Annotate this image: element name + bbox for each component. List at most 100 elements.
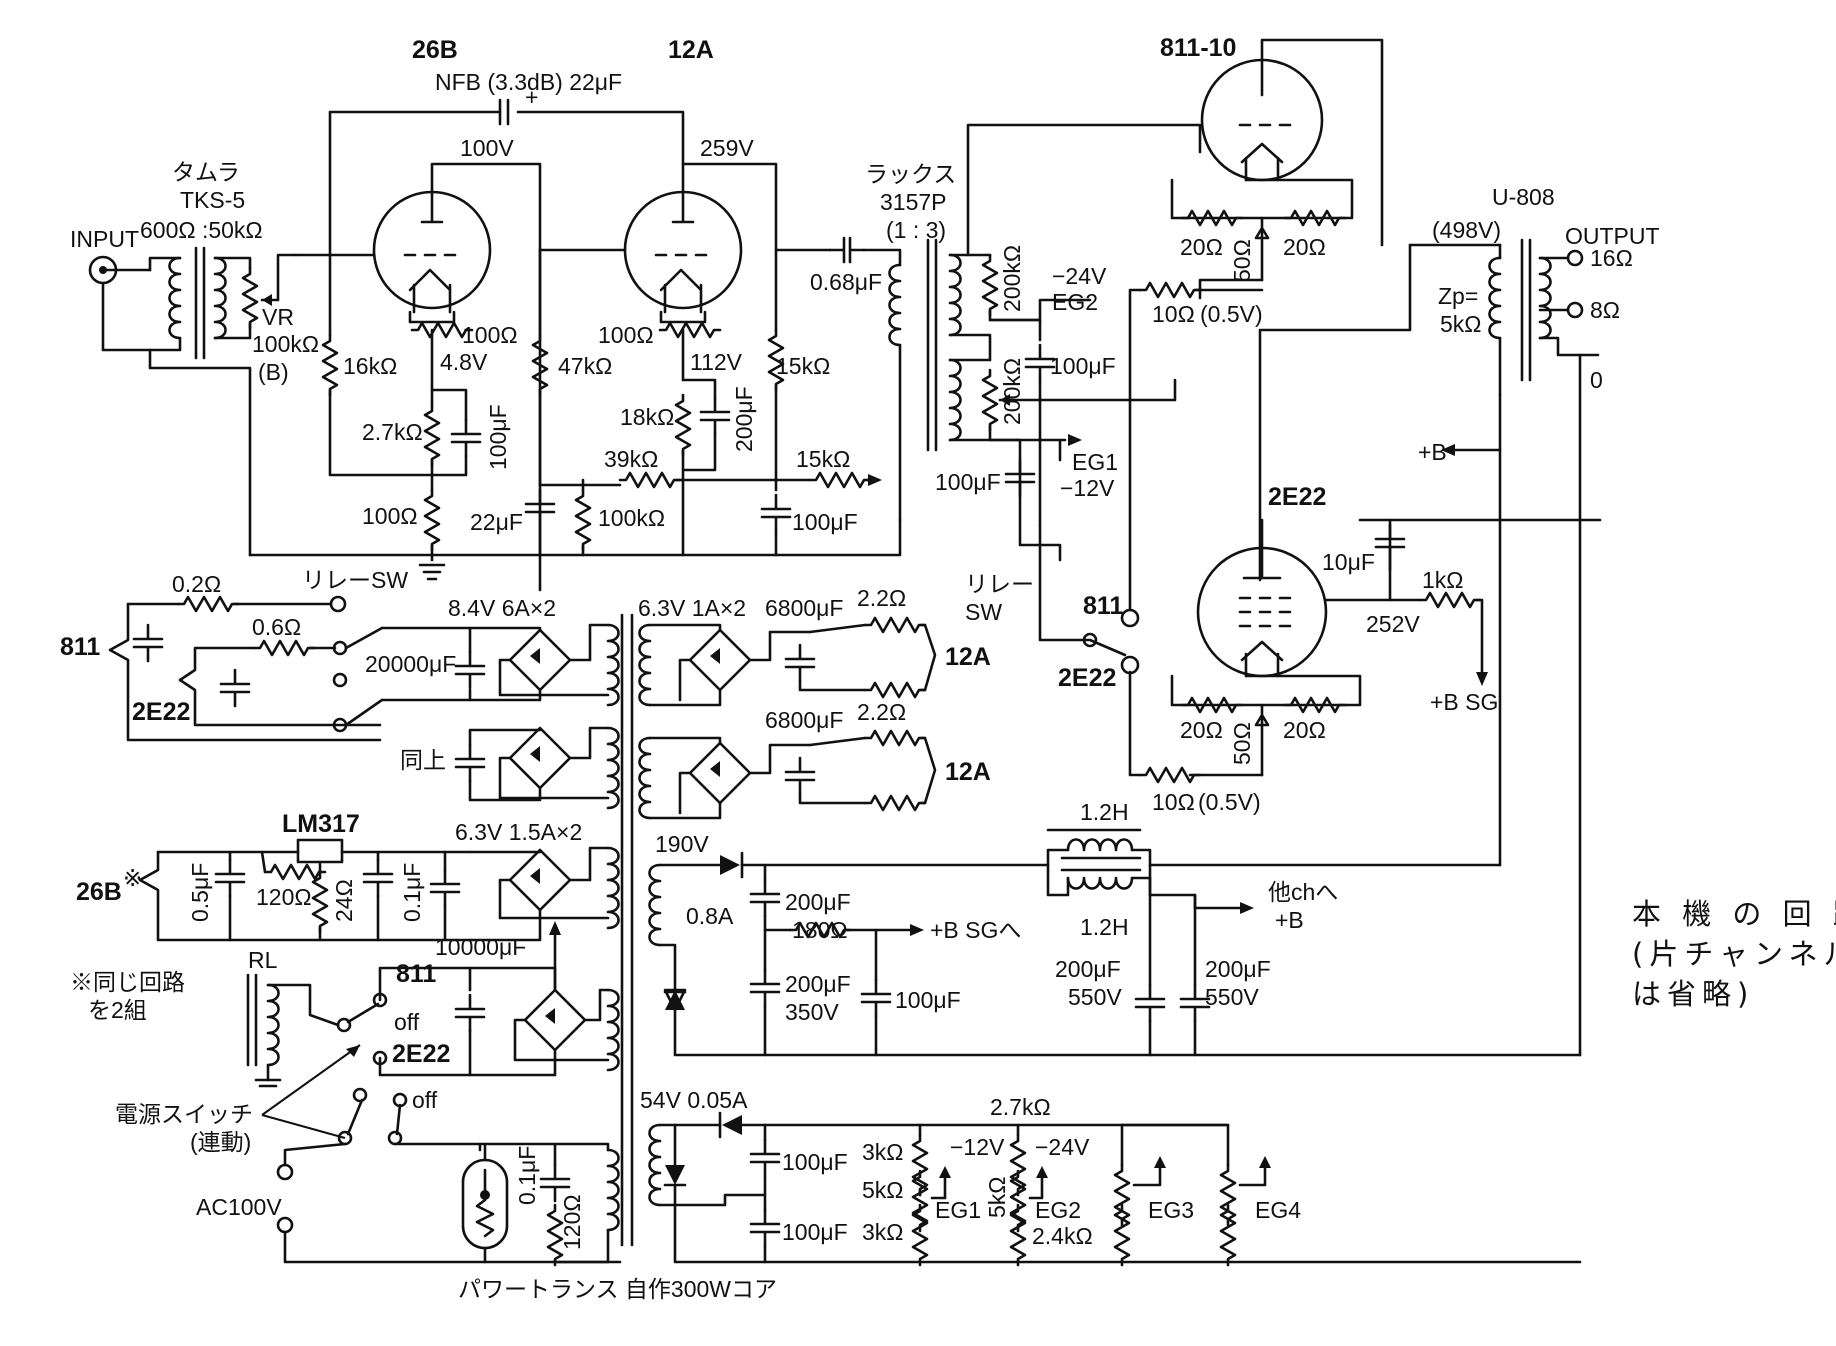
v259: 259V: [700, 135, 754, 161]
opt-voltage: (498V): [1432, 217, 1501, 243]
c100-r: 100μF: [782, 1219, 848, 1245]
r47k: 47kΩ: [558, 353, 612, 379]
r5k-a: 5kΩ: [862, 1177, 904, 1203]
c20000: 20000μF: [365, 651, 456, 677]
v63b: 6.3V 1.5A×2: [455, 819, 582, 845]
ac-label: AC100V: [196, 1194, 282, 1220]
r27k: 2.7kΩ: [362, 419, 423, 445]
off1: off: [394, 1009, 420, 1035]
stage-2e22: 2E22 20Ω 20Ω 50Ω 10Ω (0.5V) 2E22 リレー SW …: [965, 483, 1602, 815]
bsg-to: +B SGへ: [930, 917, 1021, 943]
plus-b: +B: [1418, 439, 1447, 465]
stage-26b: 26B 100V 16kΩ 100Ω 4.8V 2.7kΩ 100μF 100Ω: [248, 36, 902, 592]
eg1b: EG1: [935, 1197, 981, 1223]
input-transformer-maker: タムラ: [172, 159, 240, 185]
r200k-2: 200kΩ: [999, 358, 1025, 425]
c22u: 22μF: [470, 509, 523, 535]
m12: −12V: [1060, 475, 1115, 501]
zp-label: Zp=: [1438, 283, 1478, 309]
eg3: EG3: [1148, 1197, 1194, 1223]
v54: 54V 0.05A: [640, 1087, 748, 1113]
bplus-supply: 190V 0.8A 200μF 180Ω +B SGへ 200μF 350V 1…: [648, 799, 1582, 1057]
c100u-3: 100μF: [1050, 353, 1116, 379]
r02: 0.2Ω: [172, 571, 221, 597]
filament-psu: 0.2Ω リレーSW 811 0.6Ω 2E22 8.4V 6A×2 20000…: [60, 567, 991, 1247]
power-switch-sub: (連動): [190, 1129, 251, 1155]
eg2: EG2: [1052, 289, 1098, 315]
r20-c: 20Ω: [1180, 717, 1223, 743]
other-ch: 他chへ: [1268, 879, 1338, 905]
r100k: 100kΩ: [598, 505, 665, 531]
lux-model: 3157P: [880, 189, 947, 215]
r3k-b: 3kΩ: [862, 1219, 904, 1245]
r20-a: 20Ω: [1180, 234, 1223, 260]
t811: 811: [60, 633, 100, 661]
relay-811: 811: [396, 960, 436, 988]
r120-b: 120Ω: [559, 1194, 585, 1250]
c01: 0.1μF: [399, 863, 425, 922]
tube-2e22-label: 2E22: [1268, 483, 1326, 511]
r20-b: 20Ω: [1283, 234, 1326, 260]
v550-a: 550V: [1068, 984, 1122, 1010]
v350: 350V: [785, 999, 839, 1025]
m12b: −12V: [950, 1134, 1005, 1160]
note-b: を2組: [88, 997, 147, 1023]
nfb-label: NFB (3.3dB) 22μF: [435, 69, 622, 95]
bias-supply: 54V 0.05A 100μF 100μF 3kΩ −12V 5kΩ EG1 3…: [640, 1087, 1582, 1267]
c100u-4: 100μF: [935, 469, 1001, 495]
v48: 4.8V: [440, 349, 488, 375]
note-mark: ※: [123, 865, 142, 891]
o12a-1: 12A: [945, 643, 991, 671]
c05: 0.5μF: [187, 863, 213, 922]
tap-16: 16Ω: [1590, 245, 1633, 271]
c10000: 10000μF: [435, 934, 526, 960]
relay-sw2-a: リレー: [965, 571, 1034, 597]
r10-b: 10Ω: [1152, 789, 1195, 815]
note-a: ※同じ回路: [70, 969, 185, 995]
lm317-chip: [296, 838, 344, 864]
interstage-transformer: ラックス 3157P (1 : 3) 200kΩ 200kΩ −24V EG2 …: [865, 123, 1202, 562]
r24k: 2.4kΩ: [1032, 1223, 1093, 1249]
vr-type: (B): [258, 359, 289, 385]
sel-2e22: 2E22: [1058, 664, 1116, 692]
r16k: 16kΩ: [343, 353, 397, 379]
c068: 0.68μF: [810, 269, 882, 295]
r100-gnd: 100Ω: [362, 503, 418, 529]
c6800b: 6800μF: [765, 707, 843, 733]
c200-c: 200μF: [1055, 956, 1121, 982]
output-label: OUTPUT: [1565, 223, 1660, 249]
c10u: 10μF: [1322, 549, 1375, 575]
v05-a: (0.5V): [1200, 301, 1263, 327]
figure-caption: 本 機 の 回 路 (片チャンネル は省略): [1632, 897, 1836, 1011]
r3k-a: 3kΩ: [862, 1139, 904, 1165]
vr-value: 100kΩ: [252, 331, 319, 357]
v252: 252V: [1366, 611, 1420, 637]
r20-d: 20Ω: [1283, 717, 1326, 743]
tube-811-label: 811-10: [1160, 34, 1236, 62]
o26b: 26B: [76, 878, 122, 906]
v112: 112V: [690, 349, 743, 375]
stage-12a: 12A 259V 47kΩ 100Ω 112V 200μF 18kΩ 39kΩ …: [470, 36, 902, 557]
r5k-b: 5kΩ: [984, 1177, 1010, 1219]
relay-supply: RL 811 off 2E22 電源スイッチ (連動) off AC100V: [115, 921, 777, 1302]
power-switch: 電源スイッチ: [115, 1101, 253, 1127]
caption-line1: 本 機 の 回 路: [1632, 897, 1836, 931]
r27k-bias: 2.7kΩ: [990, 1094, 1051, 1120]
v84: 8.4V 6A×2: [448, 595, 556, 621]
c200u: 200μF: [731, 386, 757, 452]
m24: −24V: [1052, 263, 1107, 289]
lm317-label: LM317: [282, 810, 360, 838]
caption-line2: (片チャンネル: [1632, 937, 1836, 971]
v550-b: 550V: [1205, 984, 1259, 1010]
output-transformer: U-808 (498V) OUTPUT 16Ω 8Ω 0 Zp= 5kΩ +B: [1258, 184, 1660, 1057]
r15k-plate: 15kΩ: [776, 353, 830, 379]
nfb-loop: NFB (3.3dB) 22μF +: [328, 69, 685, 257]
c100-q: 100μF: [782, 1149, 848, 1175]
v05-b: (0.5V): [1198, 789, 1261, 815]
t2e22: 2E22: [132, 698, 190, 726]
input-label: INPUT: [70, 226, 139, 252]
sel-811: 811: [1083, 592, 1123, 620]
c6800a: 6800μF: [765, 595, 843, 621]
r06: 0.6Ω: [252, 614, 301, 640]
